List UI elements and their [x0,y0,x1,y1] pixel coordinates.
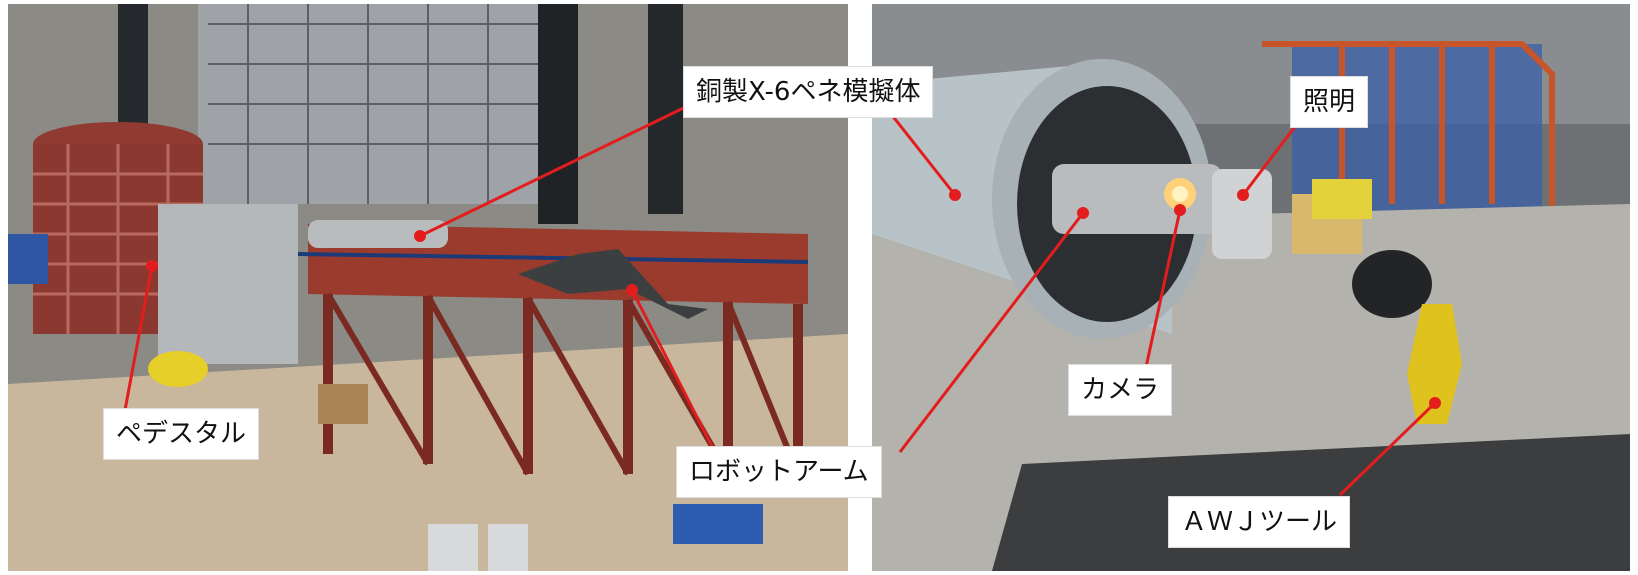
label-awj-tool: ＡＷＪツール [1168,496,1351,548]
label-penetration-mockup: 銅製X-6ペネ模擬体 [683,66,934,118]
right-photo [872,4,1630,571]
label-camera: カメラ [1068,364,1173,416]
right-photo-illustration [872,4,1630,571]
label-pedestal: ペデスタル [103,408,260,460]
label-lighting: 照明 [1290,76,1369,128]
label-robot-arm: ロボットアーム [676,446,882,498]
